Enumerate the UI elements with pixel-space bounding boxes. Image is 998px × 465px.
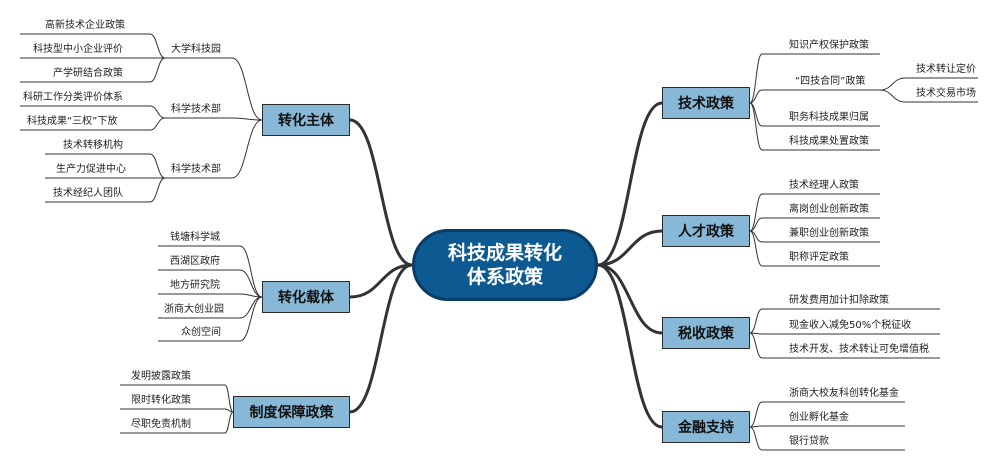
leaf-item[interactable]: 职务科技成果归属 [789, 112, 869, 123]
leaf-item[interactable]: 浙商大校友科创转化基金 [789, 388, 899, 399]
leaf-item[interactable]: 钱塘科学城 [170, 232, 220, 243]
leaf-item[interactable]: “四技合同”政策 [795, 76, 866, 87]
trunk-connector [349, 263, 413, 414]
connector-line [749, 89, 763, 104]
connector-line [749, 426, 763, 451]
connector-line [749, 193, 763, 232]
connector-line [224, 411, 234, 434]
connector-line [749, 102, 763, 127]
connector-line [749, 53, 763, 104]
leaf-item[interactable]: 技术经纪人团队 [53, 188, 123, 199]
leaf-item[interactable]: 科技型中小企业评价 [33, 44, 123, 55]
leaf-item[interactable]: 浙商大创业园 [164, 304, 224, 315]
branch-jinrong-zhichi[interactable]: 金融支持 [662, 411, 750, 443]
branch-jishu-zhengce[interactable]: 技术政策 [662, 87, 750, 119]
branch-rencai-zhengce[interactable]: 人才政策 [662, 215, 750, 247]
leaf-item[interactable]: 科研工作分类评价体系 [23, 92, 123, 103]
connector-line [239, 296, 263, 319]
leaf-item[interactable]: 离岗创业创新政策 [789, 204, 869, 215]
leaf-item[interactable]: 高新技术企业政策 [45, 20, 125, 31]
group-label-kexue-jishu-bu-1[interactable]: 科学技术部 [171, 104, 221, 115]
branch-zhuanhua-zaiti[interactable]: 转化载体 [262, 281, 350, 313]
leaf-item[interactable]: 银行贷款 [789, 436, 829, 447]
leaf-item[interactable]: 地方研究院 [170, 280, 220, 291]
leaf-item[interactable]: 技术转移机构 [63, 140, 123, 151]
leaf-item[interactable]: 发明披露政策 [131, 371, 191, 382]
leaf-item[interactable]: 兼职创业创新政策 [789, 228, 869, 239]
connector-line [239, 269, 263, 298]
leaf-item[interactable]: 技术交易市场 [916, 88, 976, 99]
trunk-connector [597, 229, 663, 267]
connector-line [749, 217, 763, 232]
connector-line [239, 245, 263, 298]
connector-line [149, 33, 166, 59]
connector-line [224, 384, 234, 413]
connector-line [239, 296, 263, 342]
branch-zhidu-baozhang[interactable]: 制度保障政策 [233, 396, 350, 428]
connector-line [149, 153, 166, 179]
branch-connector [231, 119, 263, 179]
connector-line [749, 332, 763, 359]
leaf-item[interactable]: 技术开发、技术转让可免增值税 [789, 344, 929, 355]
leaf-item[interactable]: 产学研结合政策 [53, 68, 123, 79]
connector-line [749, 401, 763, 428]
connector-line [879, 89, 906, 103]
trunk-connector [349, 118, 413, 267]
trunk-connector [597, 263, 663, 429]
leaf-item[interactable]: 众创空间 [181, 327, 221, 338]
connector-line [749, 102, 763, 151]
leaf-item[interactable]: 知识产权保护政策 [789, 40, 869, 51]
leaf-item[interactable]: 创业孵化基金 [789, 412, 849, 423]
branch-shuishou-zhengce[interactable]: 税收政策 [662, 317, 750, 349]
leaf-item[interactable]: 西湖区政府 [170, 256, 220, 267]
trunk-connector [597, 101, 663, 267]
trunk-connector [349, 263, 413, 299]
connector-line [149, 105, 166, 119]
connector-line [149, 177, 166, 203]
leaf-item[interactable]: 限时转化政策 [131, 395, 191, 406]
connector-line [879, 77, 906, 91]
leaf-item[interactable]: 技术经理人政策 [789, 180, 859, 191]
leaf-item[interactable]: 技术转让定价 [916, 64, 976, 75]
branch-connector [231, 57, 263, 121]
trunk-connector [597, 263, 663, 335]
leaf-item[interactable]: 生产力促进中心 [56, 164, 126, 175]
central-topic[interactable]: 科技成果转化 体系政策 [412, 229, 598, 301]
connector-line [149, 117, 166, 131]
group-label-daxue-keji-yuan[interactable]: 大学科技园 [171, 44, 221, 55]
branch-zhuanhua-zhuti[interactable]: 转化主体 [262, 104, 350, 136]
group-label-kexue-jishu-bu-2[interactable]: 科学技术部 [171, 164, 221, 175]
leaf-item[interactable]: 科技成果处置政策 [789, 136, 869, 147]
connector-line [149, 57, 166, 83]
leaf-item[interactable]: 研发费用加计扣除政策 [789, 295, 889, 306]
branch-connector [231, 117, 263, 121]
leaf-item[interactable]: 科技成果“三权”下放 [27, 116, 118, 127]
leaf-item[interactable]: 现金收入减免50%个税征收 [789, 320, 912, 331]
leaf-item[interactable]: 尽职免责机制 [131, 419, 191, 430]
connector-line [749, 230, 763, 267]
leaf-item[interactable]: 职称评定政策 [789, 252, 849, 263]
connector-line [749, 308, 763, 334]
